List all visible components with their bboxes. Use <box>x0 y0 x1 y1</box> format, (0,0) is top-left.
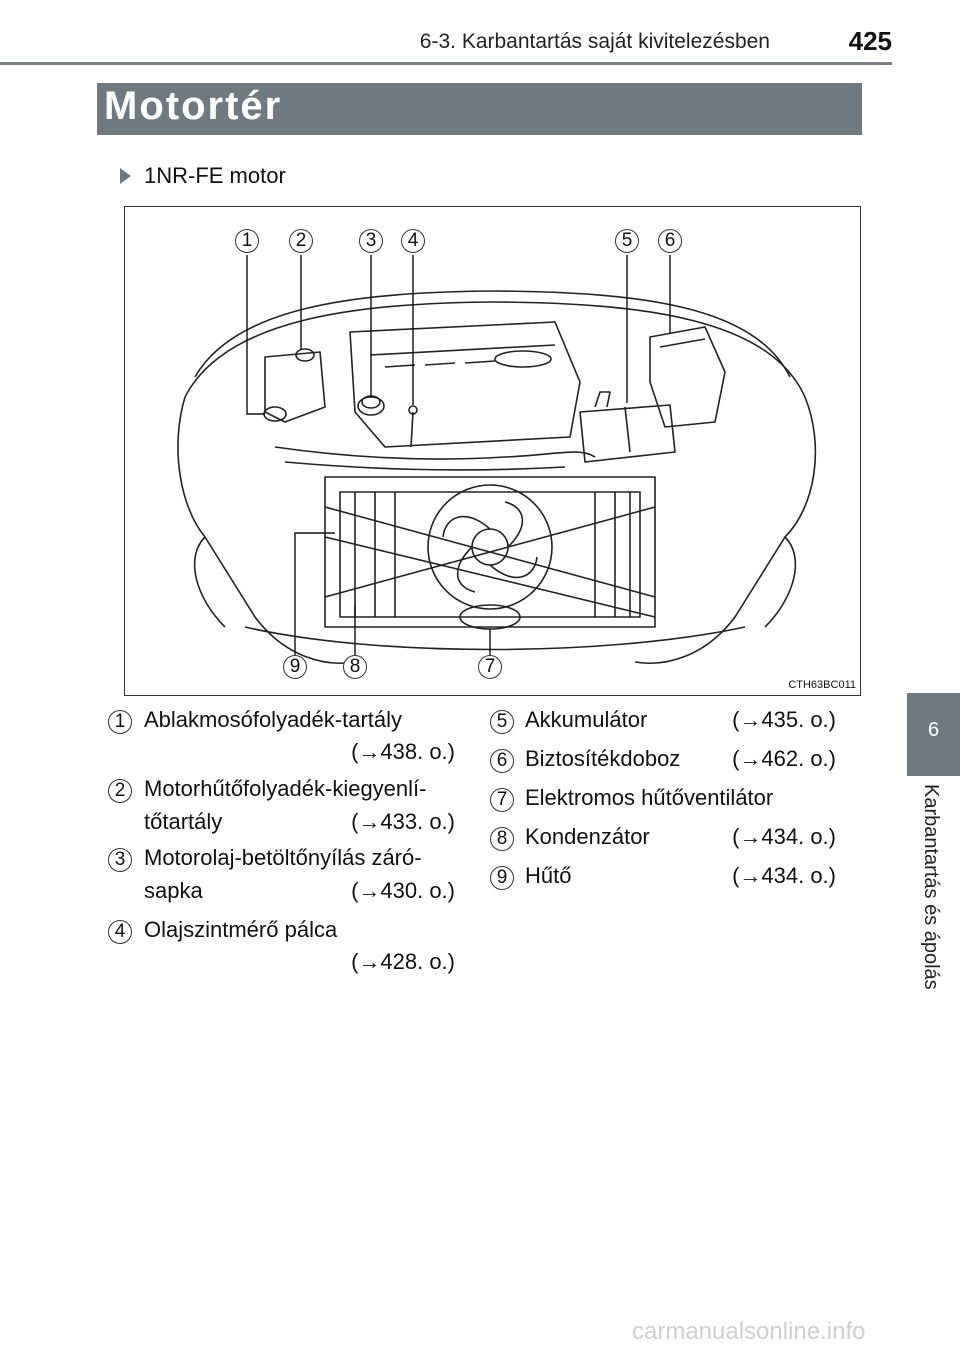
chapter-tab <box>907 693 960 776</box>
engine-compartment-figure: 1 2 3 4 5 6 9 8 7 CTH63BC011 <box>124 206 861 696</box>
engine-subheading: 1NR-FE motor <box>144 163 286 188</box>
bullet-triangle-icon <box>120 168 131 184</box>
callout-5: 5 <box>615 229 639 253</box>
legend-label-3: Motorolaj-betöltőnyílás záró- <box>144 845 422 870</box>
callout-9: 9 <box>283 655 307 679</box>
callout-8: 8 <box>343 655 367 679</box>
legend-ref-5: (→435. o.) <box>732 707 836 732</box>
legend-label-2-cont: tőtartály <box>144 809 223 834</box>
legend-number-2: 2 <box>108 779 132 803</box>
legend-number-9: 9 <box>490 866 514 890</box>
watermark: carmanualsonline.info <box>632 1318 866 1345</box>
legend-number-7: 7 <box>490 788 514 812</box>
legend-label-3-cont: sapka <box>144 878 203 903</box>
callout-1: 1 <box>235 229 259 253</box>
legend-label-9: Hűtő <box>525 863 572 888</box>
callout-3: 3 <box>359 229 383 253</box>
legend-label-1: Ablakmosófolyadék-tartály <box>144 707 403 732</box>
chapter-title: 6-3. Karbantartás saját kivitelezésben <box>419 30 770 53</box>
page-number: 425 <box>848 26 892 56</box>
legend-number-6: 6 <box>490 749 514 773</box>
legend-ref-8: (→434. o.) <box>732 824 836 849</box>
legend-ref-3: (→430. o.) <box>351 878 455 903</box>
callout-6: 6 <box>658 229 682 253</box>
legend-number-4: 4 <box>108 920 132 944</box>
header-divider <box>0 62 892 65</box>
engine-illustration <box>177 255 817 664</box>
legend-ref-2: (→433. o.) <box>351 809 455 834</box>
section-title-bar <box>97 83 862 135</box>
legend-label-5: Akkumulátor <box>525 707 648 732</box>
legend-label-4: Olajszintmérő pálca <box>144 917 338 942</box>
legend-number-5: 5 <box>490 710 514 734</box>
legend-ref-1: (→438. o.) <box>351 739 455 764</box>
legend-label-7: Elektromos hűtőventilátor <box>525 785 774 810</box>
legend-ref-9: (→434. o.) <box>732 863 836 888</box>
figure-code: CTH63BC011 <box>788 679 856 691</box>
legend-label-2: Motorhűtőfolyadék-kiegyenlí- <box>144 776 427 801</box>
legend-label-6: Biztosítékdoboz <box>525 746 681 771</box>
chapter-tab-number: 6 <box>927 719 940 741</box>
legend-label-8: Kondenzátor <box>525 824 650 849</box>
section-title: Motortér <box>104 84 283 128</box>
callout-2: 2 <box>289 229 313 253</box>
legend-ref-4: (→428. o.) <box>351 949 455 974</box>
callout-7: 7 <box>478 655 502 679</box>
legend-number-1: 1 <box>108 710 132 734</box>
legend-number-8: 8 <box>490 827 514 851</box>
callout-4: 4 <box>401 229 425 253</box>
chapter-side-label: Karbantartás és ápolás <box>920 784 942 990</box>
chapter-side-label-wrap: Karbantartás és ápolás <box>914 784 954 1004</box>
legend-number-3: 3 <box>108 848 132 872</box>
legend-ref-6: (→462. o.) <box>732 746 836 771</box>
